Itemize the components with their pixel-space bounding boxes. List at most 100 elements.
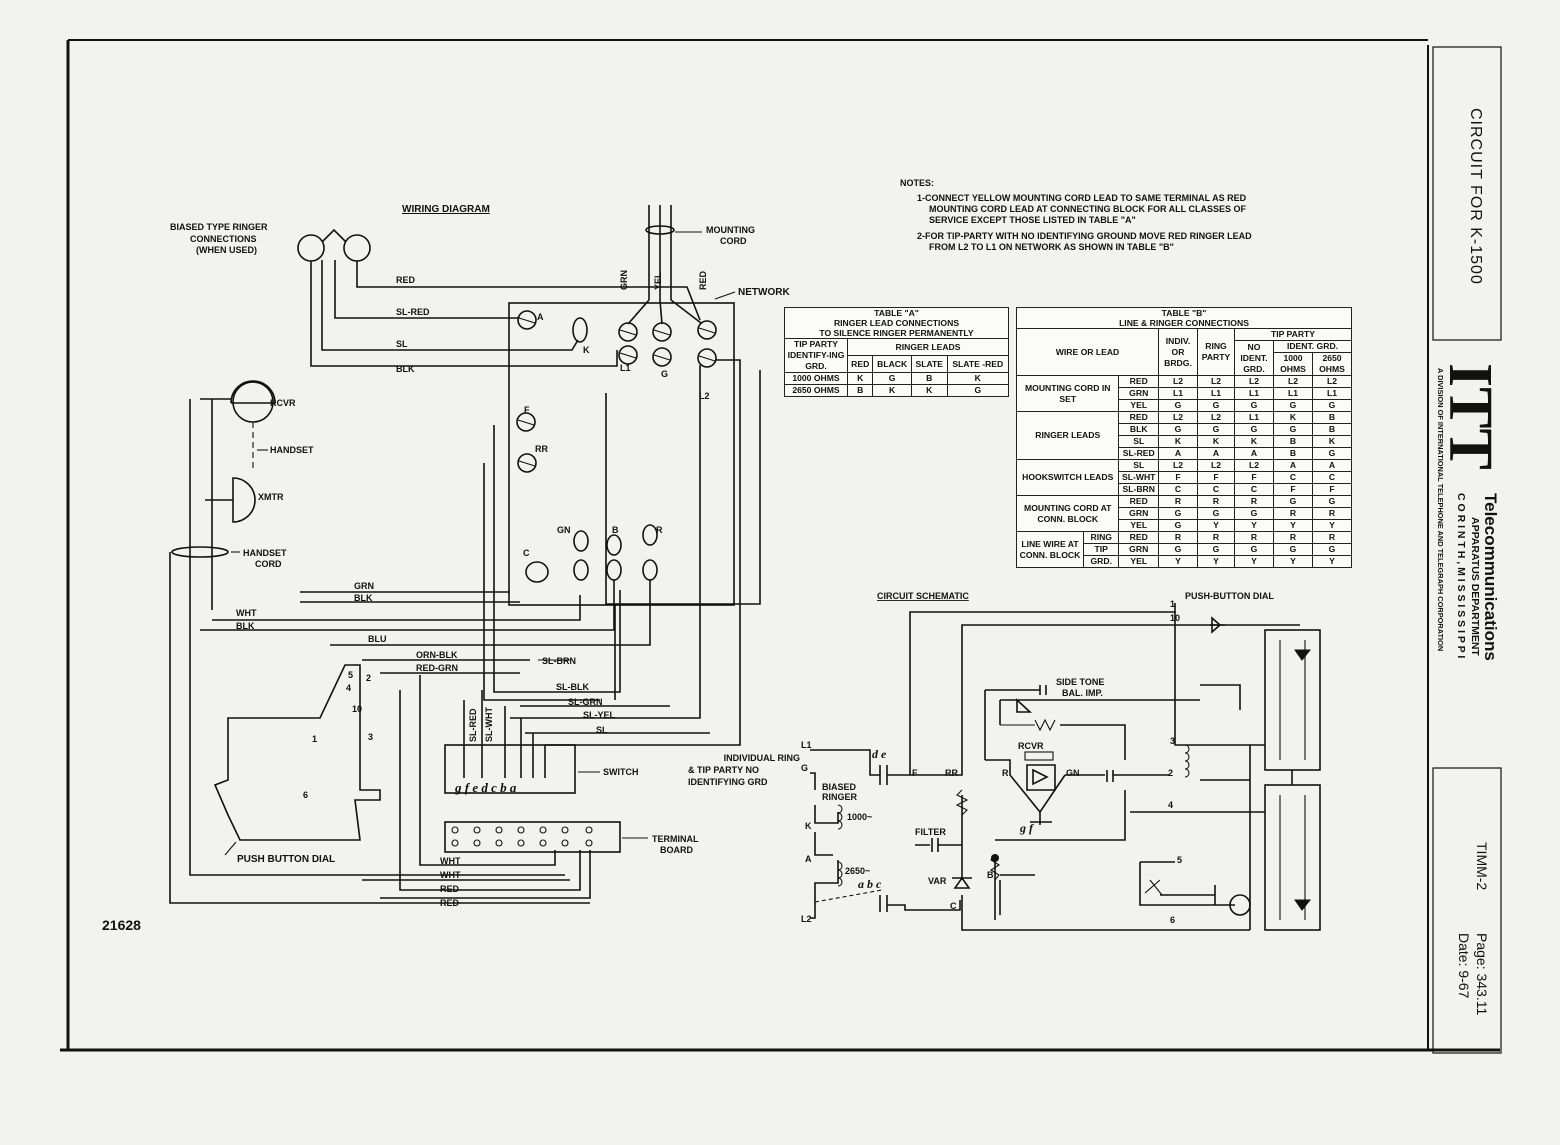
table-b-cell: B — [1273, 435, 1313, 448]
handset-label: HANDSET — [270, 445, 314, 455]
network-box — [508, 302, 735, 606]
r1000-label: 1000~ — [847, 812, 872, 822]
wire-grn-label: GRN — [354, 581, 374, 591]
var-label: VAR — [928, 876, 947, 886]
table-b-h-identgrd: IDENT. GRD. — [1273, 340, 1352, 353]
table-b-cell: B — [1312, 411, 1352, 424]
table-b-lead: RED — [1118, 495, 1159, 508]
terminal-board — [444, 821, 621, 853]
receiver-icon — [230, 380, 276, 404]
table-b-cell: F — [1158, 471, 1198, 484]
table-b-cell: K — [1312, 435, 1352, 448]
table-b-cell: L2 — [1158, 375, 1198, 388]
table-b-lead: YEL — [1118, 555, 1159, 568]
date-label: Date: 9-67 — [1456, 933, 1472, 999]
wire-blk2-label: BLK — [354, 593, 373, 603]
svg-text:ITT: ITT — [1436, 363, 1504, 470]
table-b-cell: G — [1197, 423, 1235, 436]
table-b-cell: L2 — [1158, 459, 1198, 472]
svg-text:L2: L2 — [699, 391, 710, 401]
indiv-label-1: INDIVIDUAL RING — [724, 753, 800, 763]
table-a-col-slate-red: SLATE -RED — [946, 355, 1010, 373]
table-b-cell: G — [1273, 543, 1313, 556]
table-b-group-name: RINGER LEADS — [1015, 411, 1120, 460]
switch-box — [444, 744, 576, 794]
table-b-cell: L2 — [1273, 375, 1313, 388]
table-b-cell: L2 — [1312, 375, 1352, 388]
table-b-cell: L1 — [1273, 387, 1313, 400]
table-b-lead: SL-BRN — [1118, 483, 1159, 496]
side-tone-label-1: SIDE TONE — [1056, 677, 1104, 687]
terminal-F: F — [516, 405, 536, 432]
table-b-cell: L2 — [1197, 459, 1235, 472]
table-b-cell: Y — [1273, 519, 1313, 532]
table-b-cell: Y — [1273, 555, 1313, 568]
svg-text:F: F — [524, 405, 530, 415]
table-a: TABLE "A" RINGER LEAD CONNECTIONS TO SIL… — [784, 307, 1010, 397]
indiv-label-3: IDENTIFYING GRD — [688, 777, 768, 787]
table-b-cell: Y — [1197, 519, 1235, 532]
table-b-cell: A — [1312, 459, 1352, 472]
table-b-cell: Y — [1234, 555, 1274, 568]
table-b-cell: B — [1312, 423, 1352, 436]
svg-text:G: G — [661, 369, 668, 379]
wire-wht-b2-label: WHT — [440, 870, 461, 880]
note-line-3: SERVICE EXCEPT THOSE LISTED IN TABLE "A" — [929, 215, 1136, 225]
table-b-cell: L1 — [1158, 387, 1198, 400]
indiv-label-2: & TIP PARTY NO — [688, 765, 759, 775]
table-b-cell: G — [1234, 399, 1274, 412]
table-b-lead: SL-WHT — [1118, 471, 1159, 484]
terminal-board-label-2: BOARD — [660, 845, 693, 855]
svg-text:C: C — [523, 548, 530, 558]
pb-dial-title: PUSH-BUTTON DIAL — [1185, 591, 1274, 601]
table-b-cell: A — [1158, 447, 1198, 460]
sch-F: F — [912, 768, 918, 778]
sch-L2: L2 — [801, 914, 812, 924]
table-b-group-name: MOUNTING CORD AT CONN. BLOCK — [1015, 495, 1120, 532]
table-b-lead: RED — [1118, 411, 1159, 424]
sch-G: G — [801, 763, 808, 773]
table-b-cell: L1 — [1312, 387, 1352, 400]
terminal-L1: L1 — [618, 322, 638, 373]
table-b-cell: L2 — [1158, 411, 1198, 424]
wire-sl-blk-label: SL-BLK — [556, 682, 589, 692]
table-b-cell: R — [1312, 507, 1352, 520]
table-b-lead: YEL — [1118, 399, 1159, 412]
table-b-cell: G — [1158, 399, 1198, 412]
table-b-group-name: HOOKSWITCH LEADS — [1015, 459, 1120, 496]
wire-sl-red-v-label: SL-RED — [468, 708, 478, 742]
table-b-cell: G — [1234, 423, 1274, 436]
dial-pin-2: 2 — [366, 673, 371, 683]
table-b-lead: GRN — [1118, 387, 1159, 400]
table-b-cell: L1 — [1234, 387, 1274, 400]
table-b-cell: F — [1312, 483, 1352, 496]
wire-blk-label: BLK — [396, 364, 415, 374]
table-b-cell: Y — [1158, 555, 1198, 568]
table-b-sub-label: RING — [1082, 531, 1120, 544]
table-b-cell: C — [1234, 483, 1274, 496]
table-b-cell: R — [1234, 531, 1274, 544]
sch-GN: GN — [1066, 768, 1080, 778]
biased-label-1: BIASED — [822, 782, 857, 792]
transmitter-icon — [232, 477, 256, 523]
table-b-cell: K — [1234, 435, 1274, 448]
biased-label-2: RINGER — [822, 792, 858, 802]
wire-wht-b1-label: WHT — [440, 856, 461, 866]
mounting-cord-clamp — [645, 225, 675, 235]
rcvr-label: RCVR — [270, 398, 296, 408]
svg-text:RR: RR — [535, 444, 548, 454]
table-b-cell: Y — [1312, 519, 1352, 532]
note-line-1: 1-CONNECT YELLOW MOUNTING CORD LEAD TO S… — [917, 193, 1247, 203]
department-label: APPARATUS DEPARTMENT — [1469, 517, 1481, 656]
mounting-cord-label-2: CORD — [720, 236, 747, 246]
terminal-C: C — [523, 548, 549, 583]
terminal-board-label-1: TERMINAL — [652, 834, 699, 844]
table-b-cell: C — [1158, 483, 1198, 496]
table-a-subtitle1: RINGER LEAD CONNECTIONS — [833, 318, 960, 328]
table-b-cell: K — [1158, 435, 1198, 448]
sch-n3: 3 — [1170, 736, 1175, 746]
